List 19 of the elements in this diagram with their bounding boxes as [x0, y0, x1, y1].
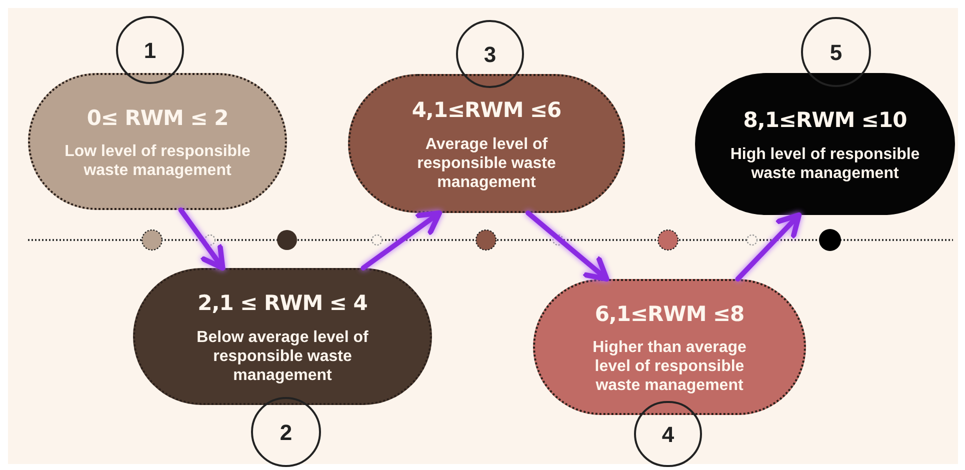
arrow — [178, 208, 226, 271]
level-description: High level of responsible waste management — [730, 144, 920, 183]
range-heading: 2,1 ≤ RWM ≤ 4 — [198, 290, 368, 318]
range-heading: 4,1≤RWM ≤6 — [412, 97, 562, 124]
arrow — [735, 212, 802, 282]
step-number: 2 — [280, 418, 292, 446]
arrow — [526, 210, 610, 282]
level-description: Low level of responsible waste management — [64, 142, 252, 180]
step-number: 4 — [662, 420, 674, 448]
level-description: Below average level of responsible waste management — [196, 328, 370, 385]
step-number: 5 — [830, 38, 842, 66]
step-number: 1 — [144, 36, 156, 64]
range-heading: 0≤ RWM ≤ 2 — [86, 104, 228, 132]
level-description: Average level of responsible waste management — [416, 134, 557, 192]
step-number: 3 — [484, 40, 496, 68]
level-description: Higher than average level of responsible waste management — [592, 338, 748, 396]
range-heading: 6,1≤RWM ≤8 — [594, 300, 744, 328]
range-heading: 8,1≤RWM ≤10 — [743, 107, 907, 134]
arrow — [360, 210, 442, 270]
